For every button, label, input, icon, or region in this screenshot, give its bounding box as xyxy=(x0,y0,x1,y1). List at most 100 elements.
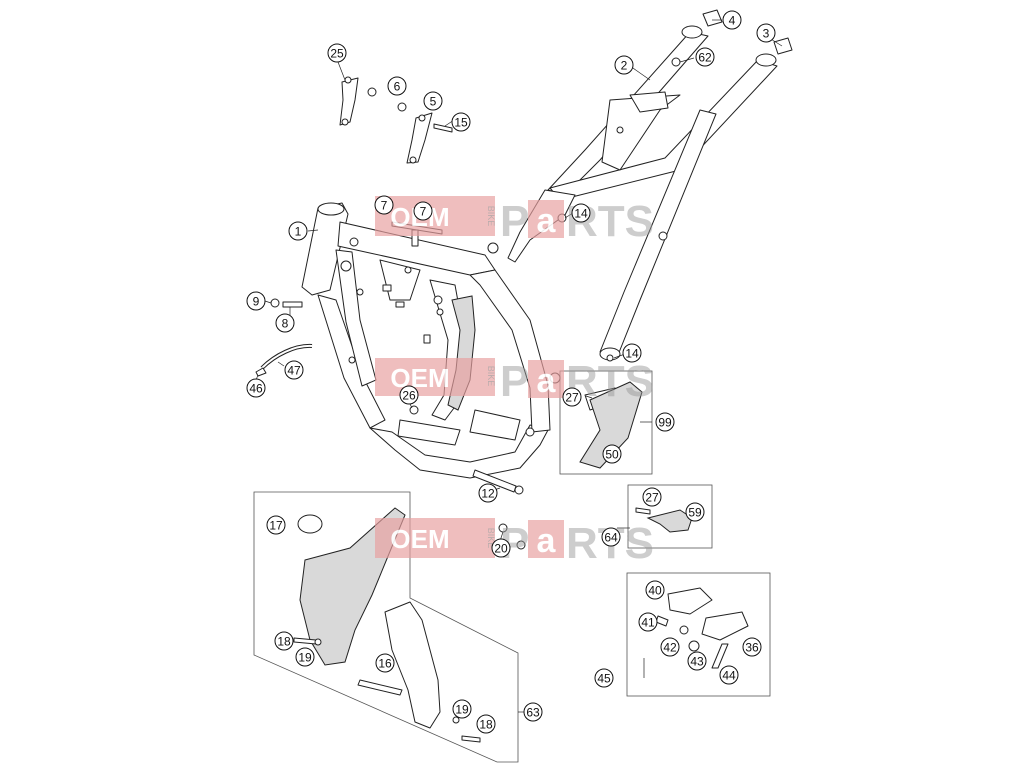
callout-label: 42 xyxy=(663,641,677,655)
callout-c25: 25 xyxy=(327,43,347,63)
nut-26 xyxy=(409,405,419,415)
callout-circle xyxy=(478,483,498,503)
callout-circle xyxy=(655,412,675,432)
callout-circle xyxy=(742,637,762,657)
callout-c26: 26 xyxy=(399,385,419,405)
callout-label: 7 xyxy=(420,205,427,219)
engine-hanger-left xyxy=(339,77,359,126)
watermark-top: OEM BIKE P a RTS xyxy=(375,196,654,246)
callout-c45: 45 xyxy=(594,668,614,688)
callout-c5: 5 xyxy=(423,91,443,111)
callout-label: 64 xyxy=(604,531,618,545)
watermark-p-text: P xyxy=(500,197,529,246)
nut-42 xyxy=(679,625,689,635)
callout-label: 46 xyxy=(249,382,263,396)
callout-c43: 43 xyxy=(687,651,707,671)
bolt-27b xyxy=(635,507,651,515)
callout-c59: 59 xyxy=(685,502,705,522)
watermark-a-text: a xyxy=(537,362,557,400)
footrest-36 xyxy=(701,611,749,641)
footrest-40 xyxy=(667,587,713,615)
strap-17 xyxy=(297,514,323,534)
watermark-a-text: a xyxy=(537,522,557,560)
watermark-oem-text: OEM xyxy=(390,524,449,554)
callout-circle xyxy=(374,195,394,215)
callout-circle xyxy=(602,444,622,464)
subframe-cap-4 xyxy=(702,9,723,27)
callout-label: 7 xyxy=(381,199,388,213)
callout-c27a: 27 xyxy=(562,387,582,407)
callout-label: 14 xyxy=(574,207,588,221)
callout-label: 26 xyxy=(402,389,416,403)
callout-c20: 20 xyxy=(491,538,511,558)
bolt-18b xyxy=(461,735,481,743)
callout-c17: 17 xyxy=(266,515,286,535)
callout-circle xyxy=(719,665,739,685)
washer-6b xyxy=(397,102,407,112)
callout-c44: 44 xyxy=(719,665,739,685)
callout-label: 63 xyxy=(526,706,540,720)
callout-label: 1 xyxy=(295,225,302,239)
bracket-59 xyxy=(646,509,693,533)
callout-label: 15 xyxy=(454,116,468,130)
kit-box-63 xyxy=(253,491,519,763)
callout-c19a: 19 xyxy=(295,647,315,667)
callout-circle xyxy=(601,527,621,547)
clip-46 xyxy=(255,367,267,377)
callout-circle xyxy=(423,91,443,111)
callout-circle xyxy=(642,487,662,507)
watermark-bike-text: BIKE xyxy=(486,528,496,549)
callout-circle xyxy=(695,47,715,67)
callout-c7a: 7 xyxy=(374,195,394,215)
callout-c64: 64 xyxy=(601,527,621,547)
pin-41 xyxy=(655,615,669,627)
callout-c15: 15 xyxy=(451,112,471,132)
bolt-12 xyxy=(472,469,517,493)
engine-hanger-right xyxy=(406,112,433,164)
callout-c9: 9 xyxy=(246,291,266,311)
callout-c8: 8 xyxy=(275,313,295,333)
bolt-16 xyxy=(357,679,403,696)
callout-circle xyxy=(685,502,705,522)
frame-guard-inner xyxy=(384,601,441,729)
callout-c6: 6 xyxy=(387,76,407,96)
watermark-middle: OEM BIKE P a RTS xyxy=(375,357,654,406)
callout-circle xyxy=(413,201,433,221)
nut-20b xyxy=(516,540,526,550)
callout-circle xyxy=(327,43,347,63)
callout-c41: 41 xyxy=(638,612,658,632)
callout-label: 45 xyxy=(597,672,611,686)
callout-c50: 50 xyxy=(602,444,622,464)
callout-label: 47 xyxy=(287,364,301,378)
callout-c62: 62 xyxy=(695,47,715,67)
callout-circle xyxy=(638,612,658,632)
main-frame xyxy=(301,202,561,479)
callout-label: 99 xyxy=(658,416,672,430)
callout-label: 50 xyxy=(605,448,619,462)
callout-label: 18 xyxy=(277,635,291,649)
watermark-a-text: a xyxy=(537,202,557,240)
callout-circle xyxy=(375,653,395,673)
callout-c14a: 14 xyxy=(571,203,591,223)
callout-circle xyxy=(614,55,634,75)
callout-label: 43 xyxy=(690,655,704,669)
callout-circle xyxy=(451,112,471,132)
callout-c14b: 14 xyxy=(622,343,642,363)
callout-c2: 2 xyxy=(614,55,634,75)
callout-c46: 46 xyxy=(246,378,266,398)
kit-box-99 xyxy=(559,370,653,475)
callout-c36: 36 xyxy=(742,637,762,657)
bolt-14b xyxy=(606,354,614,362)
callout-c1: 1 xyxy=(288,221,308,241)
callout-circle xyxy=(266,515,286,535)
bolt-15 xyxy=(433,123,453,133)
callout-label: 19 xyxy=(455,703,469,717)
subframe-cap-3 xyxy=(773,37,793,55)
callout-c99: 99 xyxy=(655,412,675,432)
callout-label: 19 xyxy=(298,651,312,665)
callout-circle xyxy=(562,387,582,407)
callout-circle xyxy=(622,343,642,363)
watermark-bike-text: BIKE xyxy=(486,366,496,387)
